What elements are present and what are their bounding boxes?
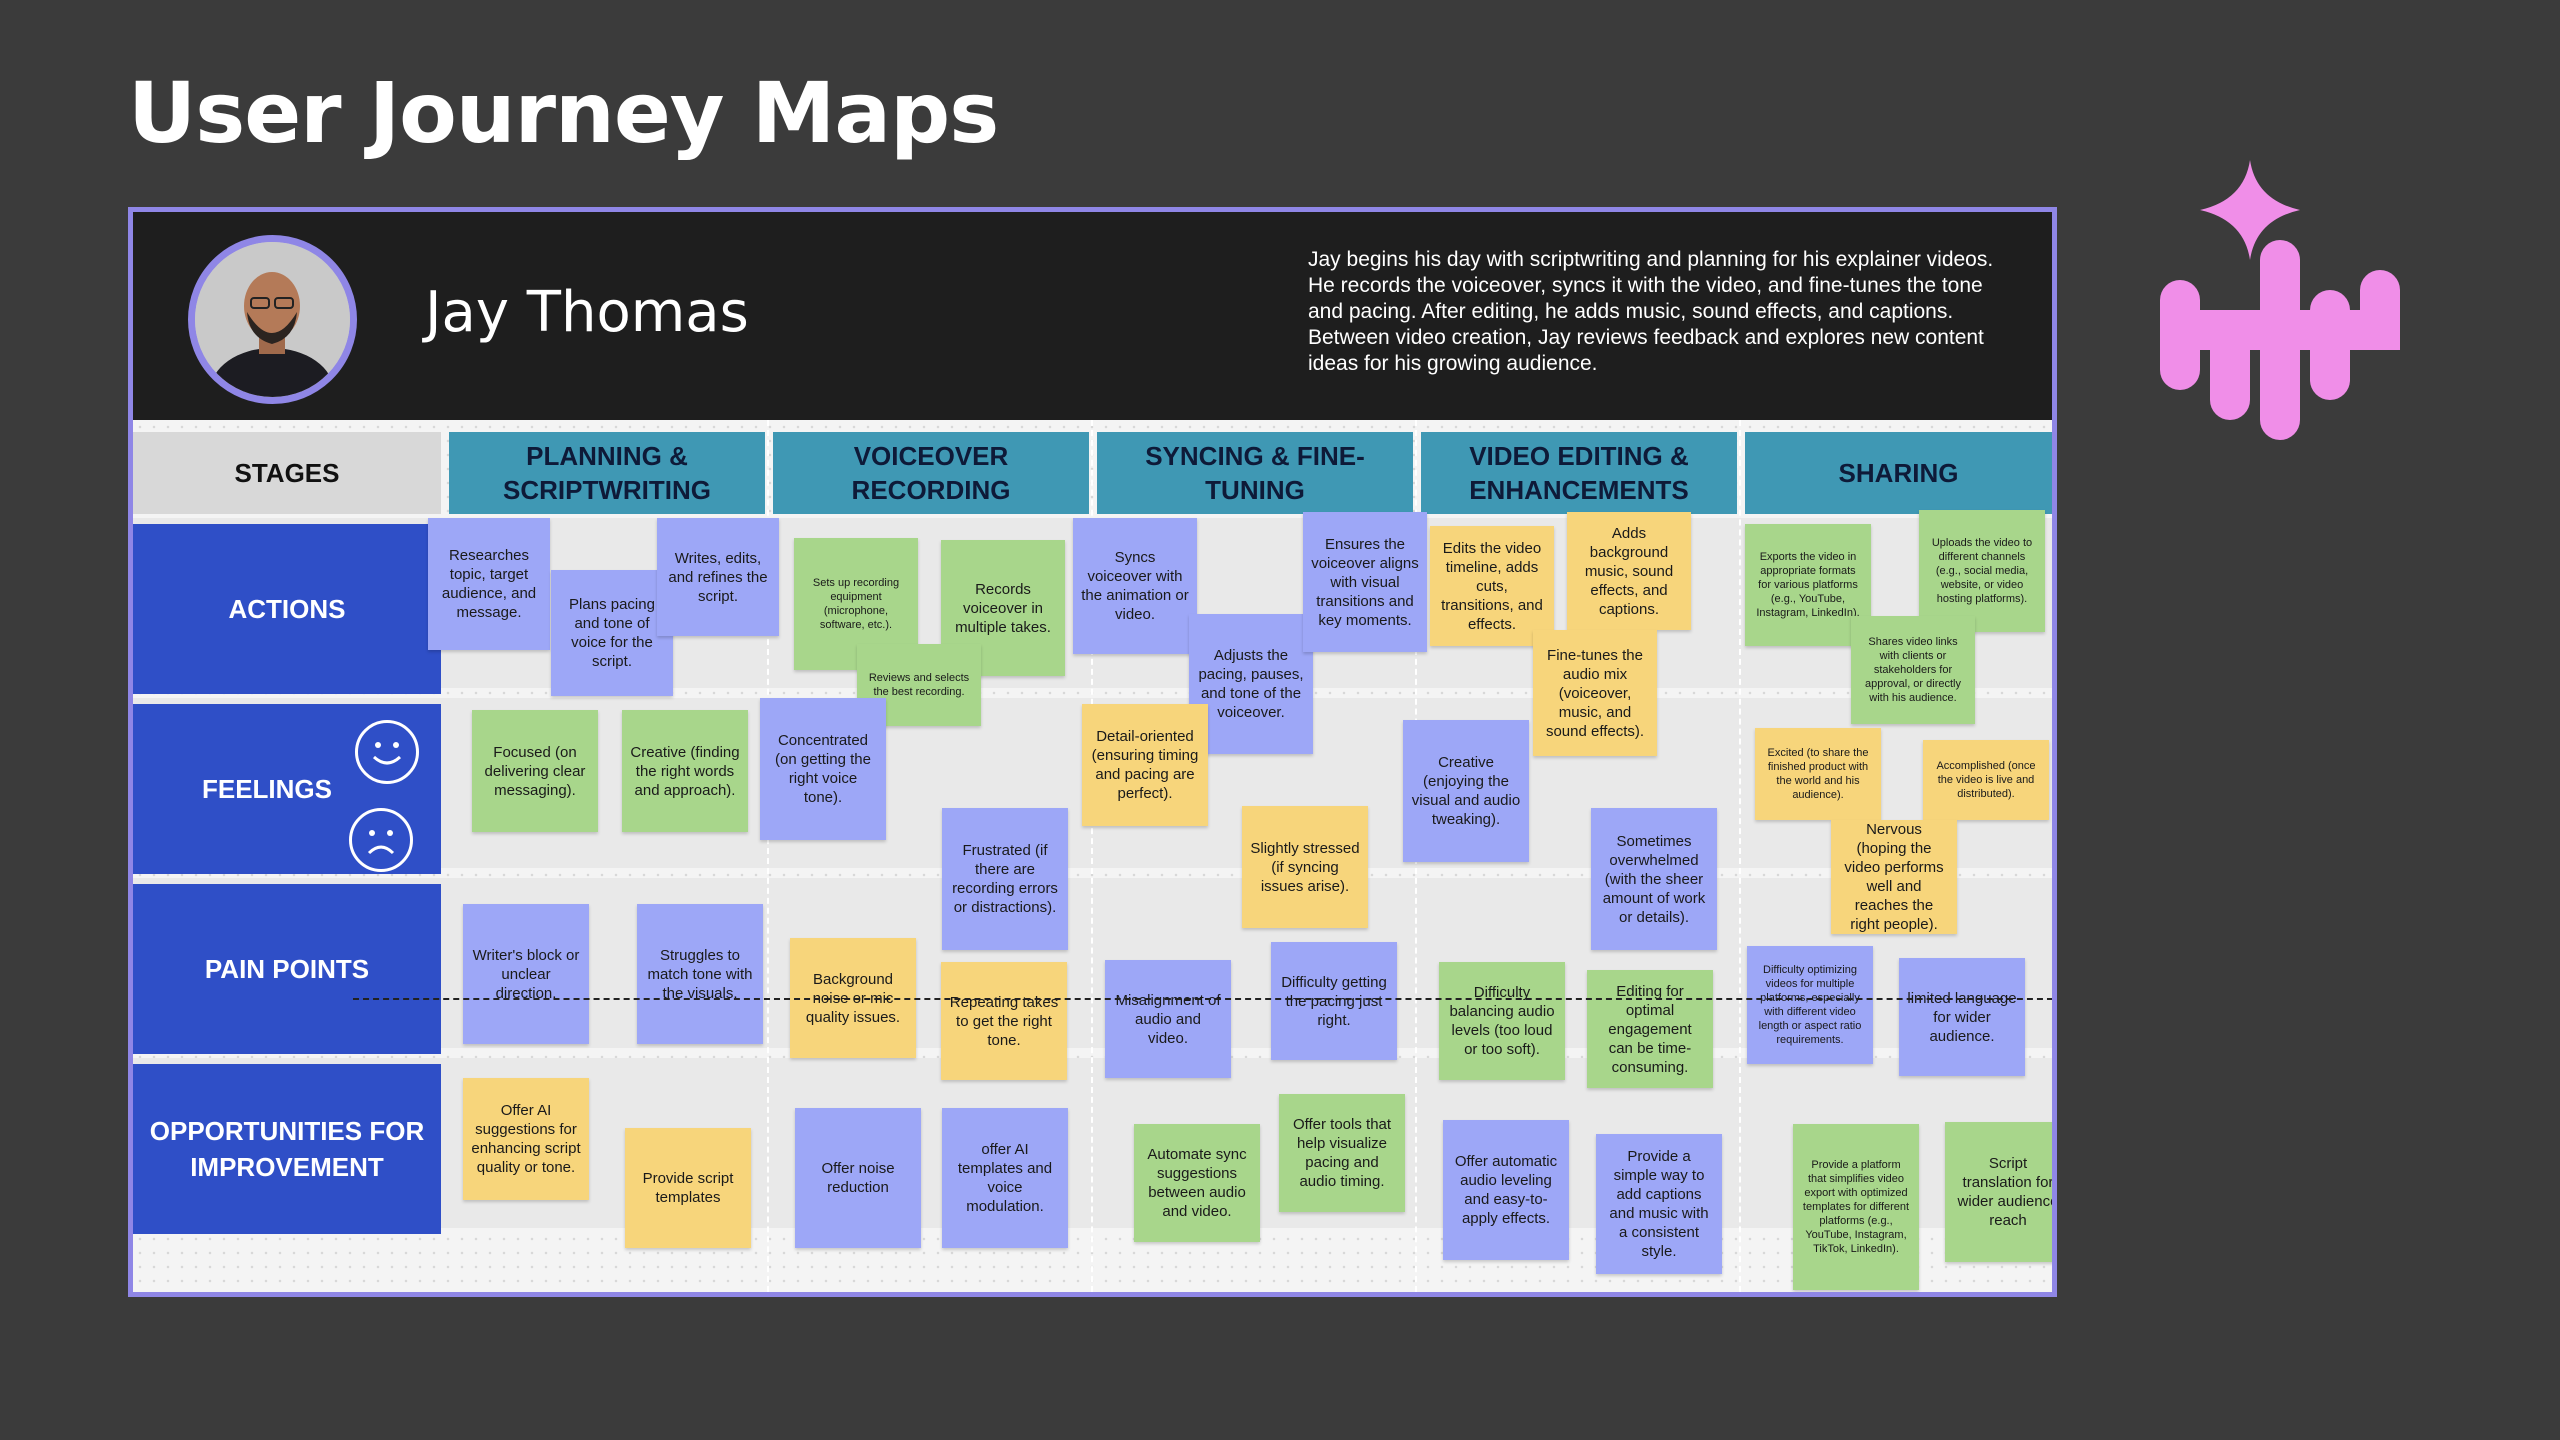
sticky-note: Repeating takes to get the right tone. [941, 962, 1067, 1080]
sticky-note: Focused (on delivering clear messaging). [472, 710, 598, 832]
sticky-note: Script translation for wider audience re… [1945, 1122, 2052, 1262]
sticky-note: Editing for optimal engagement can be ti… [1587, 970, 1713, 1088]
sticky-note: Difficulty getting the pacing just right… [1271, 942, 1397, 1060]
journey-board: STAGES PLANNING & SCRIPTWRITING VOICEOVE… [133, 420, 2052, 1292]
sticky-note: Creative (enjoying the visual and audio … [1403, 720, 1529, 862]
sticky-note: Provide a platform that simplifies video… [1793, 1124, 1919, 1290]
sticky-note: Adjusts the pacing, pauses, and tone of … [1189, 614, 1313, 754]
sticky-note: Offer tools that help visualize pacing a… [1279, 1094, 1405, 1212]
persona-summary: Jay begins his day with scriptwriting an… [1308, 248, 1994, 375]
sticky-note: Plans pacing and tone of voice for the s… [551, 570, 673, 696]
sticky-note: Difficulty balancing audio levels (too l… [1439, 962, 1565, 1080]
sparkle-logo-icon [2160, 160, 2400, 440]
page-title: User Journey Maps [128, 64, 999, 162]
sticky-note: Detail-oriented (ensuring timing and pac… [1082, 704, 1208, 826]
stages-label: STAGES [133, 432, 441, 514]
sticky-note: limited language for wider audience. [1899, 958, 2025, 1076]
sticky-note: Creative (finding the right words and ap… [622, 710, 748, 832]
sticky-note: Struggles to match tone with the visuals… [637, 904, 763, 1044]
sticky-note: Ensures the voiceover aligns with visual… [1303, 512, 1427, 652]
sticky-note: Offer automatic audio leveling and easy-… [1443, 1120, 1569, 1260]
column-separator [1091, 420, 1095, 1292]
sticky-note: Sometimes overwhelmed (with the sheer am… [1591, 808, 1717, 950]
persona-name: Jay Thomas [425, 280, 749, 345]
sticky-note: Provide a simple way to add captions and… [1596, 1134, 1722, 1274]
column-separator [767, 420, 771, 1292]
sticky-note: Writer's block or unclear direction. [463, 904, 589, 1044]
sticky-note: Writes, edits, and refines the script. [657, 518, 779, 636]
journey-map-frame: Jay Thomas Jay begins his day with scrip… [128, 207, 2057, 1297]
row-label-pain-points: PAIN POINTS [133, 884, 441, 1054]
persona-header: Jay Thomas Jay begins his day with scrip… [133, 212, 2052, 420]
sticky-note: Slightly stressed (if syncing issues ari… [1242, 806, 1368, 928]
row-label-actions: ACTIONS [133, 524, 441, 694]
row-label-opportunities: OPPORTUNITIES FOR IMPROVEMENT [133, 1064, 441, 1234]
stage-header-planning: PLANNING & SCRIPTWRITING [449, 432, 765, 514]
stage-header-editing: VIDEO EDITING & ENHANCEMENTS [1421, 432, 1737, 514]
sticky-note: Sets up recording equipment (microphone,… [794, 538, 918, 670]
smile-face-icon [355, 720, 419, 784]
sticky-note: offer AI templates and voice modulation. [942, 1108, 1068, 1248]
sticky-note: Accomplished (once the video is live and… [1923, 740, 2049, 820]
sticky-note: Fine-tunes the audio mix (voiceover, mus… [1533, 630, 1657, 756]
sticky-note: Nervous (hoping the video performs well … [1831, 820, 1957, 934]
sticky-note: Excited (to share the finished product w… [1755, 728, 1881, 820]
sticky-note: Offer AI suggestions for enhancing scrip… [463, 1078, 589, 1200]
sticky-note: Adds background music, sound effects, an… [1567, 512, 1691, 630]
sticky-note: Uploads the video to different channels … [1919, 510, 2045, 632]
sticky-note: Exports the video in appropriate formats… [1745, 524, 1871, 646]
sticky-note: Provide script templates [625, 1128, 751, 1248]
sticky-note: Records voiceover in multiple takes. [941, 540, 1065, 676]
sticky-note: Frustrated (if there are recording error… [942, 808, 1068, 950]
sad-face-icon [349, 808, 413, 872]
sticky-note: Syncs voiceover with the animation or vi… [1073, 518, 1197, 654]
feelings-neutral-line [353, 998, 2052, 1000]
sticky-note: Offer noise reduction [795, 1108, 921, 1248]
sticky-note: Concentrated (on getting the right voice… [760, 698, 886, 840]
stage-header-sharing: SHARING [1745, 432, 2052, 514]
sticky-note: Shares video links with clients or stake… [1851, 616, 1975, 724]
sticky-note: Edits the video timeline, adds cuts, tra… [1430, 526, 1554, 646]
sticky-note: Researches topic, target audience, and m… [428, 518, 550, 650]
column-separator [1739, 420, 1743, 1292]
stage-header-voiceover: VOICEOVER RECORDING [773, 432, 1089, 514]
avatar [188, 235, 357, 404]
sticky-note: Difficulty optimizing videos for multipl… [1747, 946, 1873, 1064]
stage-header-syncing: SYNCING & FINE- TUNING [1097, 432, 1413, 514]
sticky-note: Misalignment of audio and video. [1105, 960, 1231, 1078]
sticky-note: Automate sync suggestions between audio … [1134, 1124, 1260, 1242]
